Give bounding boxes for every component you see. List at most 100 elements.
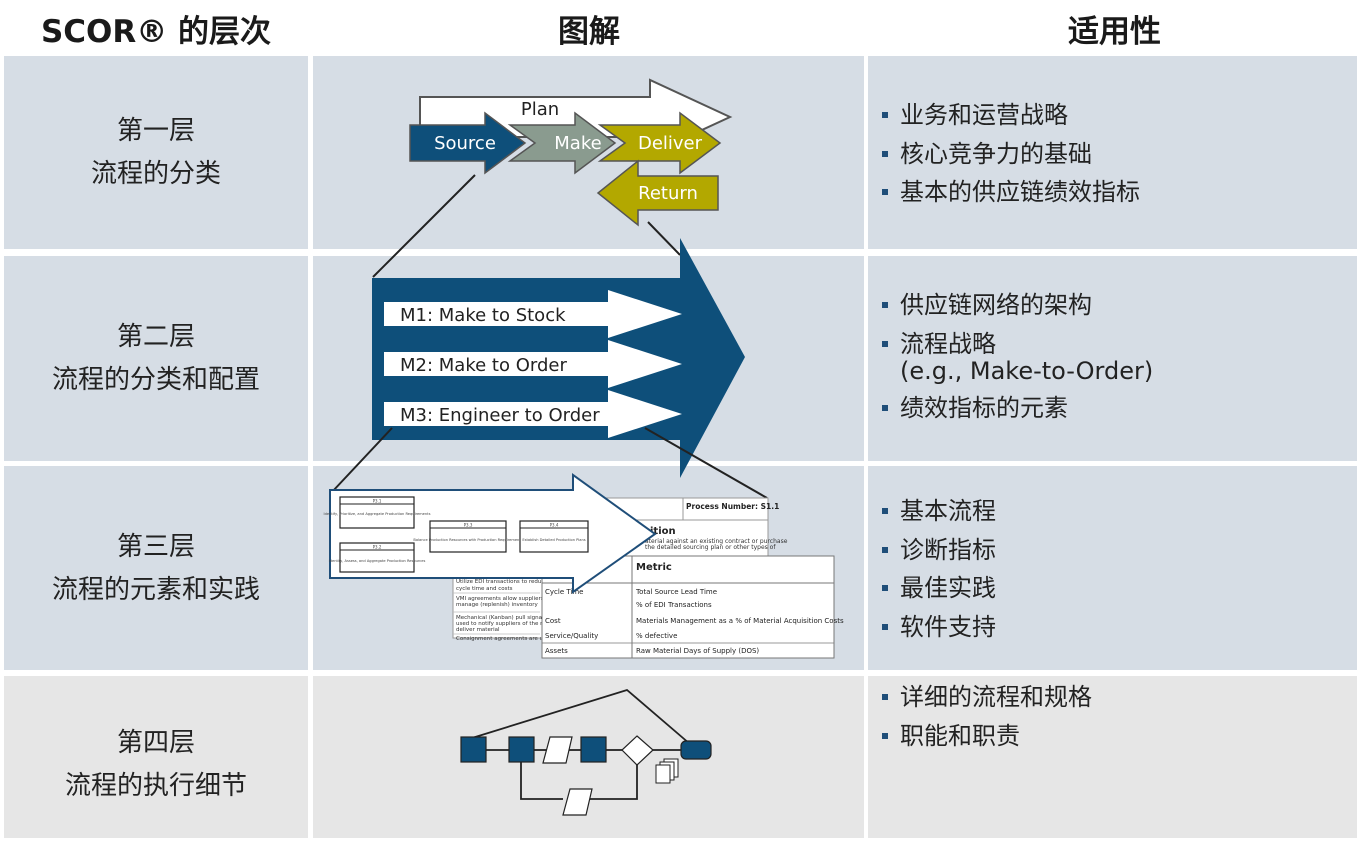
bullet: 基本流程 xyxy=(882,492,996,531)
level-4-desc: 流程的执行细节 xyxy=(64,771,247,801)
metric-cell: % defective xyxy=(636,632,677,640)
bullet-text: 流程战略 xyxy=(900,329,996,358)
task-square-icon xyxy=(508,736,535,763)
bullet: 基本的供应链绩效指标 xyxy=(882,173,1140,212)
task-square-icon xyxy=(580,736,607,763)
practice-text: manage (replenish) inventory xyxy=(456,602,538,608)
level-1-bullets: 业务和运营战略 核心竞争力的基础 基本的供应链绩效指标 xyxy=(882,96,1140,212)
process-box xyxy=(519,520,589,553)
deliver-arrow xyxy=(597,111,722,175)
practice-text: cycle time and costs xyxy=(456,586,513,592)
metric-cell: % of EDI Transactions xyxy=(636,601,712,609)
process-box-text: Establish Detailed Production Plans xyxy=(522,538,585,542)
practice-text: Mechanical (Kanban) pull signals xyxy=(456,615,546,621)
attribute-cell: Service/Quality xyxy=(545,632,598,640)
decision-diamond-icon xyxy=(621,735,654,766)
deliver-label: Deliver xyxy=(638,133,703,154)
level-4-name: 第四层 xyxy=(116,728,195,758)
level-2-label-cell: 第二层 流程的分类和配置 xyxy=(4,256,308,461)
level-3-applicability-cell: 基本流程 诊断指标 最佳实践 软件支持 xyxy=(868,466,1357,670)
process-box-text: Identify, Prioritize, and Aggregate Prod… xyxy=(324,512,431,516)
bullet-sub: (e.g., Make-to-Order) xyxy=(900,357,1154,385)
header-applicability: 适用性 xyxy=(1068,14,1161,50)
bullet: 绩效指标的元素 xyxy=(882,389,1153,428)
process-box xyxy=(339,496,415,529)
process-box xyxy=(429,520,507,553)
metric-cell: Materials Management as a % of Material … xyxy=(636,617,844,625)
process-box-id: P3.4 xyxy=(550,523,559,528)
level-2-desc: 流程的分类和配置 xyxy=(51,365,260,395)
m3-label: M3: Engineer to Order xyxy=(400,405,600,426)
bullet: 软件支持 xyxy=(882,608,996,647)
practice-text: used to notify suppliers of the need xyxy=(456,621,554,627)
level-3-desc: 流程的元素和实践 xyxy=(51,575,260,605)
practice-text: deliver material xyxy=(456,627,500,633)
data-parallelogram-icon xyxy=(562,788,593,816)
level-3-label-cell: 第三层 流程的元素和实践 xyxy=(4,466,308,670)
bullet: 供应链网络的架构 xyxy=(882,286,1153,325)
m1-label: M1: Make to Stock xyxy=(400,305,566,326)
source-label: Source xyxy=(434,133,496,154)
m2-label: M2: Make to Order xyxy=(400,355,567,376)
practice-text: VMI agreements allow suppliers xyxy=(456,596,544,602)
level-2-bullets: 供应链网络的架构 流程战略(e.g., Make-to-Order) 绩效指标的… xyxy=(882,286,1153,428)
workflow-line xyxy=(471,688,691,745)
return-arrow xyxy=(596,159,719,227)
process-box-id: P3.2 xyxy=(373,545,382,550)
metrics-table: Attrib Metric Cycle Time Total Source Le… xyxy=(541,555,844,659)
practice-text: Consignment agreements are u xyxy=(456,636,543,642)
attribute-cell: Cost xyxy=(545,617,561,625)
terminator-icon xyxy=(680,740,712,760)
definition-heading: ition xyxy=(650,526,676,537)
metric-cell: Total Source Lead Time xyxy=(635,588,717,596)
level-1-desc: 流程的分类 xyxy=(90,159,221,189)
row-level-4: 第四层 流程的执行细节 详细的流程和规格 职能和职责 xyxy=(0,676,1363,838)
process-number: Process Number: S1.1 xyxy=(686,502,779,511)
level-1-applicability-cell: 业务和运营战略 核心竞争力的基础 基本的供应链绩效指标 xyxy=(868,56,1357,249)
connector-line xyxy=(647,221,681,256)
header-levels: SCOR® 的层次 xyxy=(40,14,272,50)
level-4-label-cell: 第四层 流程的执行细节 xyxy=(4,676,308,838)
bullet: 业务和运营战略 xyxy=(882,96,1140,135)
level-3-bullets: 基本流程 诊断指标 最佳实践 软件支持 xyxy=(882,492,996,646)
row-level-1: 第一层 流程的分类 业务和运营战略 核心竞争力的基础 基本的供应链绩效指标 xyxy=(0,56,1363,249)
definition-text: aterial against an existing contract or … xyxy=(645,538,788,545)
connector-line xyxy=(331,427,393,493)
attribute-cell: Assets xyxy=(545,647,568,655)
bullet: 流程战略(e.g., Make-to-Order) xyxy=(882,325,1154,385)
level-2-applicability-cell: 供应链网络的架构 流程战略(e.g., Make-to-Order) 绩效指标的… xyxy=(868,256,1357,461)
process-box-id: P3.1 xyxy=(373,499,382,504)
attribute-cell: Cycle Time xyxy=(545,588,584,596)
process-box-text: Identify, Assess, and Aggregate Producti… xyxy=(329,559,426,563)
workflow-diagram xyxy=(460,688,712,816)
plan-label: Plan xyxy=(521,99,559,120)
metric-cell: Raw Material Days of Supply (DOS) xyxy=(636,647,759,655)
return-label: Return xyxy=(638,183,698,204)
level-4-bullets: 详细的流程和规格 职能和职责 xyxy=(882,678,1092,755)
metric-header: Metric xyxy=(636,562,672,573)
m3-arrow xyxy=(384,390,682,438)
connector-line xyxy=(372,174,476,278)
task-square-icon xyxy=(460,736,487,763)
make-label: Make xyxy=(554,133,601,154)
bullet: 核心竞争力的基础 xyxy=(882,135,1140,174)
process-flow-arrow: P3.1 Identify, Prioritize, and Aggregate… xyxy=(324,473,657,594)
process-box xyxy=(339,542,415,573)
m1-arrow xyxy=(384,290,682,338)
header-diagram: 图解 xyxy=(558,14,620,50)
data-parallelogram-icon xyxy=(542,736,573,764)
definition-text: the detailed sourcing plan or other type… xyxy=(645,544,776,551)
bullet: 最佳实践 xyxy=(882,569,996,608)
level-4-applicability-cell: 详细的流程和规格 职能和职责 xyxy=(868,676,1357,838)
practice-text: Utilize EDI transactions to reduce xyxy=(456,579,548,585)
level-2-name: 第二层 xyxy=(116,322,195,352)
bullet: 职能和职责 xyxy=(882,717,1092,756)
process-box-text: Balance Production Resources with Produc… xyxy=(413,538,522,542)
level-3-name: 第三层 xyxy=(116,532,195,562)
make-arrow xyxy=(507,111,617,175)
level-1-label-cell: 第一层 流程的分类 xyxy=(4,56,308,249)
bullet: 诊断指标 xyxy=(882,531,996,570)
m2-arrow xyxy=(384,340,682,388)
bullet: 详细的流程和规格 xyxy=(882,678,1092,717)
